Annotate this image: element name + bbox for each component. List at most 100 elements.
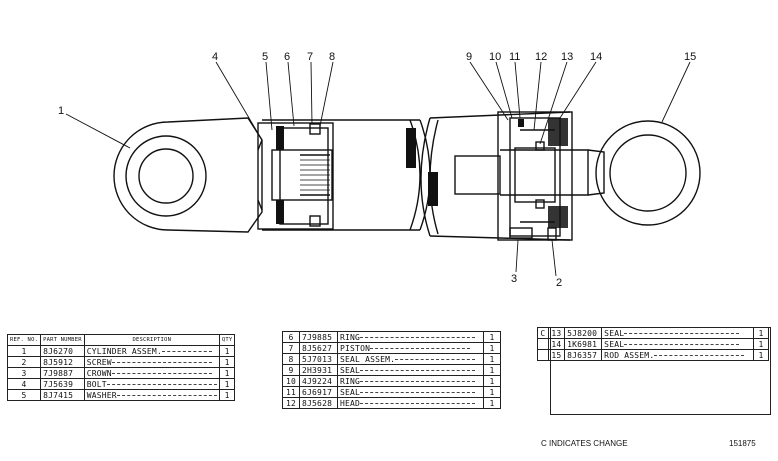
description: SEAL <box>337 364 484 376</box>
description: SEAL <box>337 386 484 398</box>
description: CROWN <box>83 367 220 379</box>
table-header-row: REF. NO. PART NUMBER DESCRIPTION QTY <box>6 334 236 346</box>
table-row: 5 8J7415 WASHER 1 <box>6 389 236 401</box>
ref-no: 2 <box>6 356 42 368</box>
callout-numbers: 1 2 3 4 5 6 7 8 9 10 11 12 13 14 15 <box>58 51 696 289</box>
part-number: 7J5639 <box>40 378 85 390</box>
change-note: C INDICATES CHANGE <box>541 439 628 448</box>
ref-no: 1 <box>6 345 42 357</box>
ref-no: 10 <box>282 375 300 387</box>
quantity: 1 <box>483 364 501 376</box>
part-number-header: PART NUMBER <box>40 334 85 346</box>
callout-4: 4 <box>212 51 218 63</box>
description: BOLT <box>83 378 220 390</box>
qty-header: QTY <box>218 334 236 346</box>
table-row: 11 6J6917 SEAL 1 <box>282 386 501 398</box>
hydraulic-cylinder-drawing: 1 2 3 4 5 6 7 8 9 10 11 12 13 14 15 <box>58 51 701 289</box>
callout-10: 10 <box>489 51 501 63</box>
ref-no: 11 <box>282 386 300 398</box>
quantity: 1 <box>483 397 501 409</box>
table-row: 14 1K6981 SEAL 1 <box>537 338 769 350</box>
rod-eye-end <box>595 120 701 226</box>
cylinder-barrel-left <box>262 119 431 231</box>
description: RING <box>337 331 484 343</box>
table-row: 8 5J7013 SEAL ASSEM. 1 <box>282 353 501 365</box>
piston-rod <box>500 149 605 196</box>
quantity: 1 <box>483 353 501 365</box>
callout-11: 11 <box>509 51 520 63</box>
quantity: 1 <box>483 342 501 354</box>
ref-no: 14 <box>547 338 566 350</box>
table-row: 1 8J6270 CYLINDER ASSEM. 1 <box>6 345 236 357</box>
table-row: 2 8J5912 SCREW 1 <box>6 356 236 368</box>
part-number: 8J5627 <box>299 342 338 354</box>
description: SEAL ASSEM. <box>337 353 484 365</box>
part-number: 4J9224 <box>299 375 338 387</box>
callout-5: 5 <box>262 51 268 63</box>
table-row: 4 7J5639 BOLT 1 <box>6 378 236 390</box>
quantity: 1 <box>483 331 501 343</box>
part-number: 1K6981 <box>564 338 603 350</box>
callout-8: 8 <box>329 51 335 63</box>
ref-no: 7 <box>282 342 300 354</box>
table-row: C 13 5J8200 SEAL 1 <box>537 327 769 339</box>
quantity: 1 <box>483 375 501 387</box>
callout-3: 3 <box>511 273 517 285</box>
description: SCREW <box>83 356 220 368</box>
part-number: 8J6357 <box>564 349 603 361</box>
quantity: 1 <box>218 345 236 357</box>
table-row: 3 7J9887 CROWN 1 <box>6 367 236 379</box>
table-row: 9 2H3931 SEAL 1 <box>282 364 501 376</box>
change-indicator <box>537 338 549 350</box>
callout-6: 6 <box>284 51 290 63</box>
table-row: 7 8J5627 PISTON 1 <box>282 342 501 354</box>
callout-1: 1 <box>58 105 64 117</box>
ref-no: 9 <box>282 364 300 376</box>
callout-13: 13 <box>561 51 573 63</box>
callout-7: 7 <box>307 51 313 63</box>
ref-no: 13 <box>547 327 566 339</box>
table-row: 12 8J5628 HEAD 1 <box>282 397 501 409</box>
quantity: 1 <box>753 327 769 339</box>
description: ROD ASSEM. <box>601 349 755 361</box>
table-row: 15 8J6357 ROD ASSEM. 1 <box>537 349 769 361</box>
part-number: 8J5628 <box>299 397 338 409</box>
part-number: 7J9887 <box>40 367 85 379</box>
head-section <box>497 111 573 241</box>
quantity: 1 <box>218 378 236 390</box>
part-number: 8J6270 <box>40 345 85 357</box>
table-row: 6 7J9885 RING 1 <box>282 331 501 343</box>
part-number: 7J9885 <box>299 331 338 343</box>
parts-table-2: 6 7J9885 RING 1 7 8J5627 PISTON 1 8 5J70… <box>282 331 501 409</box>
description: PISTON <box>337 342 484 354</box>
quantity: 1 <box>753 338 769 350</box>
cylinder-barrel-right <box>420 111 571 241</box>
callout-2: 2 <box>556 277 562 289</box>
change-indicator <box>537 349 549 361</box>
parts-table-1: REF. NO. PART NUMBER DESCRIPTION QTY 1 8… <box>6 334 236 401</box>
ref-no: 6 <box>282 331 300 343</box>
quantity: 1 <box>218 367 236 379</box>
change-indicator: C <box>537 327 549 339</box>
ref-no: 12 <box>282 397 300 409</box>
ref-no: 8 <box>282 353 300 365</box>
description: HEAD <box>337 397 484 409</box>
part-number: 8J5912 <box>40 356 85 368</box>
drawing-number: 151875 <box>729 439 756 448</box>
piston-section <box>257 122 334 230</box>
leader-lines <box>65 61 691 277</box>
callout-9: 9 <box>466 51 472 63</box>
part-number: 2H3931 <box>299 364 338 376</box>
quantity: 1 <box>218 356 236 368</box>
cylinder-eye-end <box>113 117 263 233</box>
description: SEAL <box>601 327 755 339</box>
description: WASHER <box>83 389 220 401</box>
ref-no: 5 <box>6 389 42 401</box>
part-number: 5J8200 <box>564 327 603 339</box>
part-number: 8J7415 <box>40 389 85 401</box>
callout-14: 14 <box>590 51 602 63</box>
description: RING <box>337 375 484 387</box>
ref-no: 3 <box>6 367 42 379</box>
part-number: 5J7013 <box>299 353 338 365</box>
description-header: DESCRIPTION <box>83 334 220 346</box>
